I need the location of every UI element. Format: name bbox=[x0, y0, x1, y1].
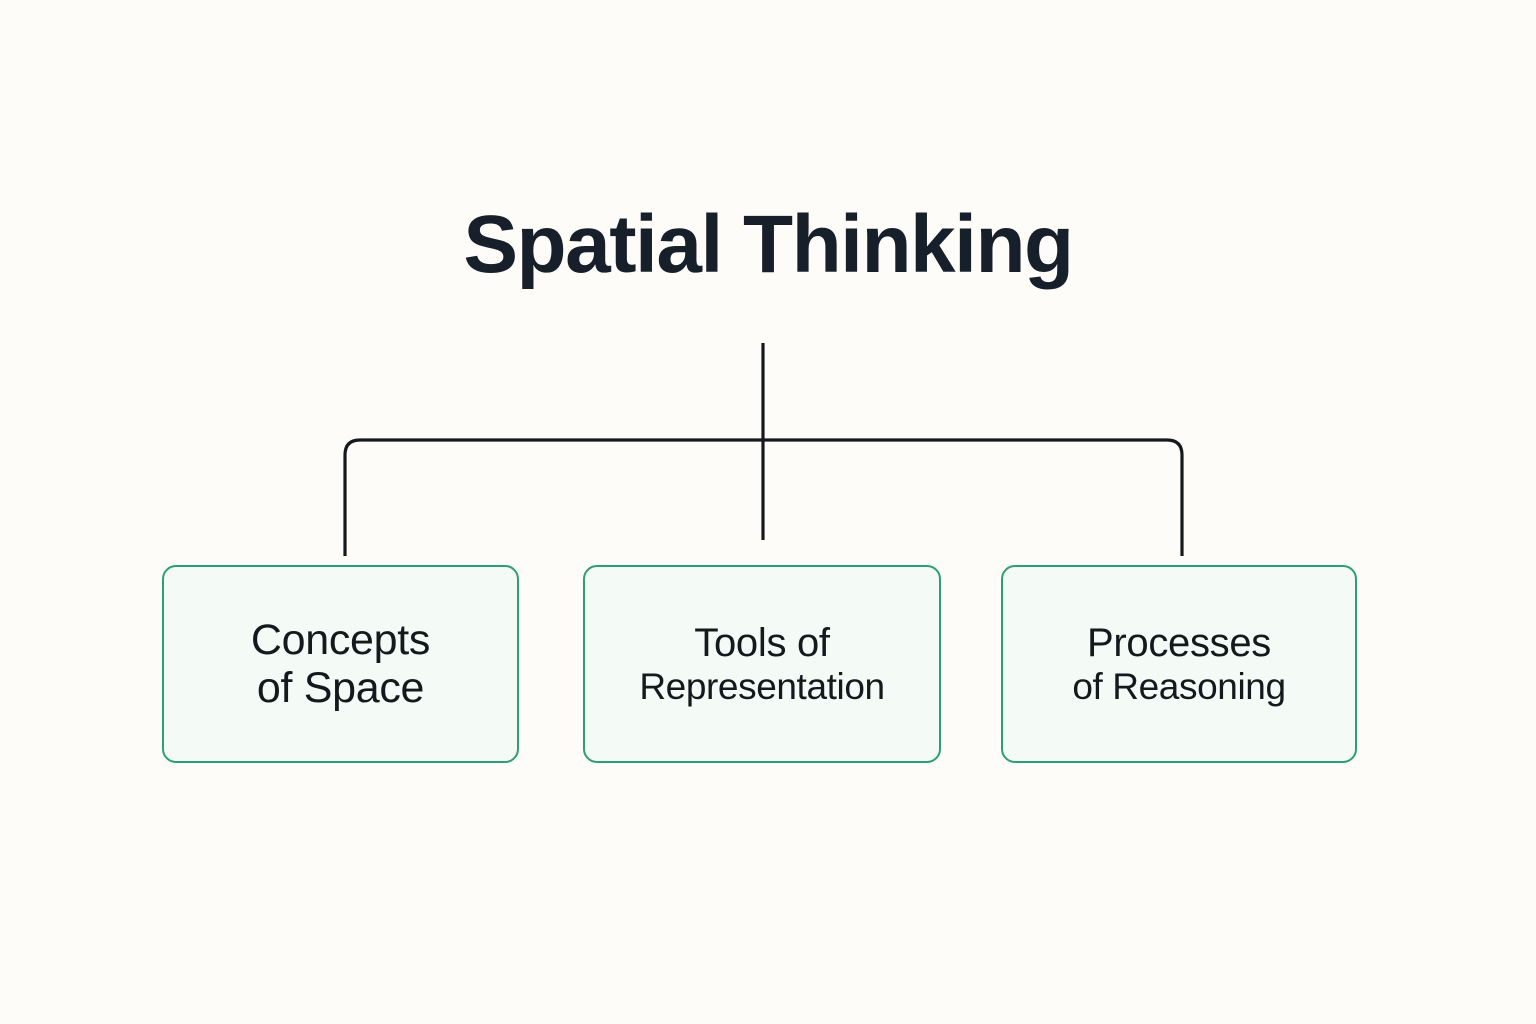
node-processes-line-1: Processes bbox=[1086, 620, 1272, 665]
node-processes-of-reasoning[interactable]: Processes of Reasoning bbox=[1001, 565, 1357, 763]
node-concepts-line-2: of Space bbox=[256, 664, 425, 712]
node-tools-line-2: Representation bbox=[639, 665, 885, 707]
node-tools-line-1: Tools of bbox=[694, 620, 830, 665]
node-processes-line-2: of Reasoning bbox=[1072, 665, 1286, 707]
branch-bar bbox=[343, 438, 1184, 556]
node-concepts-of-space[interactable]: Concepts of Space bbox=[162, 565, 519, 763]
diagram-root-title: Spatial Thinking bbox=[463, 199, 1074, 290]
node-tools-of-representation[interactable]: Tools of Representation bbox=[583, 565, 941, 763]
node-concepts-line-1: Concepts bbox=[250, 615, 431, 664]
